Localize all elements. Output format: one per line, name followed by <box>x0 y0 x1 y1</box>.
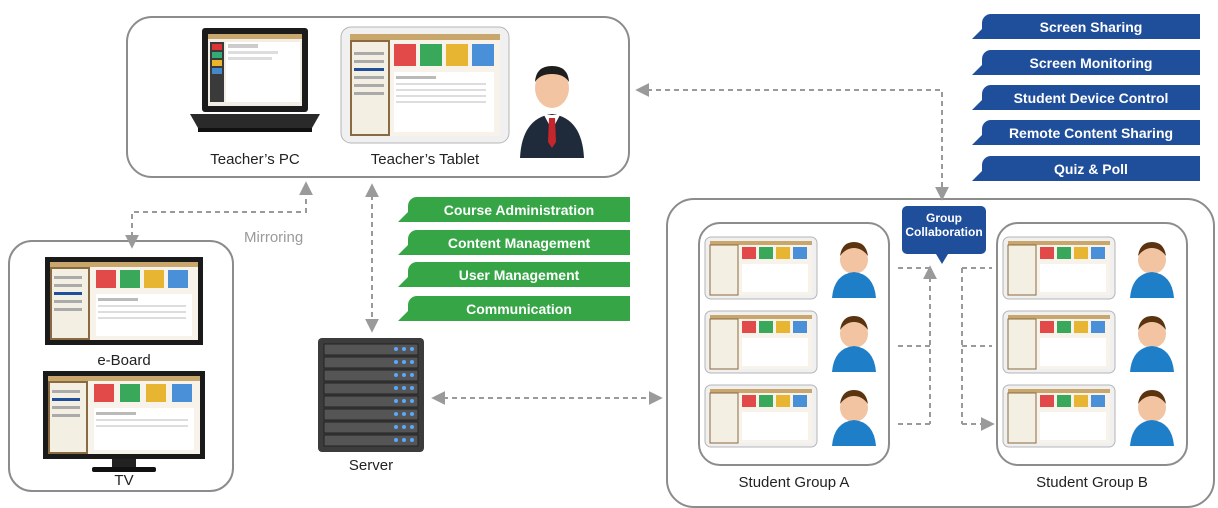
feature-tag-screen-monitoring: Screen Monitoring <box>972 50 1200 75</box>
tag-notch <box>972 133 984 145</box>
feature-label: Remote Content Sharing <box>1008 124 1174 141</box>
tag-notch <box>398 210 410 222</box>
group-a-student-1 <box>704 236 876 300</box>
tag-notch <box>398 309 410 321</box>
teacher-tablet <box>340 26 510 144</box>
teacher-laptop <box>190 28 320 132</box>
group-a-student-2 <box>704 310 876 374</box>
group-b-student-2 <box>1002 310 1174 374</box>
tag-notch <box>972 98 984 110</box>
tag-notch <box>972 27 984 39</box>
feature-tag-course-administration: Course Administration <box>398 197 630 222</box>
feature-label: Communication <box>466 300 572 317</box>
group-collaboration-callout: Group Collaboration <box>902 206 986 254</box>
feature-tag-content-management: Content Management <box>398 230 630 255</box>
server-rack <box>318 338 424 452</box>
feature-tag-screen-sharing: Screen Sharing <box>972 14 1200 39</box>
group-a-label: Student Group A <box>738 474 850 491</box>
tag-notch <box>398 243 410 255</box>
teacher-students-arrow <box>635 83 949 201</box>
feature-tag-user-management: User Management <box>398 262 630 287</box>
feature-label: User Management <box>458 266 580 283</box>
tv-label: TV <box>114 472 134 489</box>
feature-label: Quiz & Poll <box>1054 160 1128 177</box>
feature-label: Content Management <box>447 234 591 251</box>
group-a-student-3 <box>704 384 876 448</box>
group-a-collab-arrows <box>898 268 930 425</box>
group-b-collab-arrows <box>961 267 992 424</box>
feature-label: Screen Sharing <box>1039 18 1143 35</box>
tag-notch <box>398 275 410 287</box>
group-b-label: Student Group B <box>1036 474 1148 491</box>
teacher-tablet-label: Teacher’s Tablet <box>370 151 480 168</box>
eboard-display <box>45 257 203 345</box>
server-label: Server <box>348 457 394 474</box>
tag-notch <box>972 169 984 181</box>
group-b-student-1 <box>1002 236 1174 300</box>
group-b-student-3 <box>1002 384 1174 448</box>
connection-arrows <box>125 83 1218 496</box>
group-collaboration-label: Group Collaboration <box>905 211 983 239</box>
feature-tag-communication: Communication <box>398 296 630 321</box>
mirroring-arrow <box>125 181 313 249</box>
feature-tag-quiz-poll: Quiz & Poll <box>972 156 1200 181</box>
eboard-label: e-Board <box>97 352 151 369</box>
feature-tag-remote-content-sharing: Remote Content Sharing <box>972 120 1200 145</box>
feature-label: Student Device Control <box>1013 89 1169 106</box>
tag-notch <box>972 63 984 75</box>
teacher-pc-label: Teacher’s PC <box>210 151 300 168</box>
tv-display <box>43 371 205 472</box>
teacher-avatar <box>520 66 584 158</box>
feature-label: Course Administration <box>443 201 595 218</box>
feature-tag-student-device-control: Student Device Control <box>972 85 1200 110</box>
callout-pointer <box>936 254 948 264</box>
feature-label: Screen Monitoring <box>1029 54 1153 71</box>
